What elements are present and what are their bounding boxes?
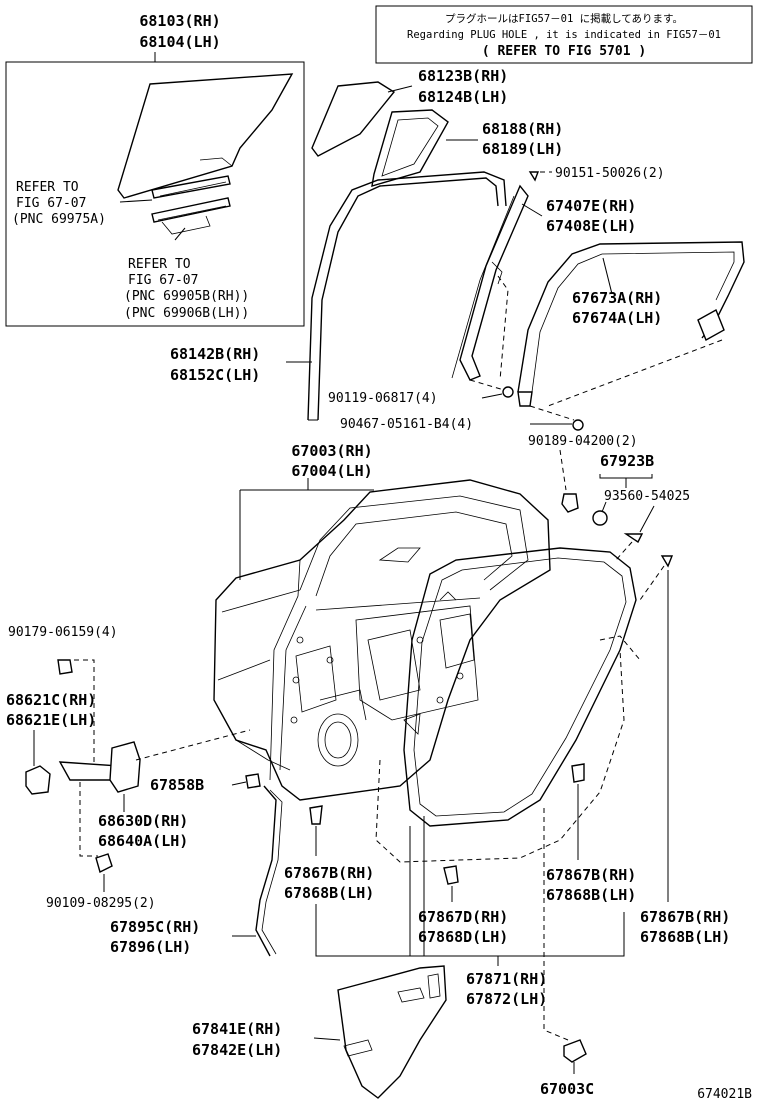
label-67673A: 67673A(RH) <box>572 289 662 307</box>
door-panel <box>213 479 551 801</box>
refer-2-d: (PNC 69906B(LH)) <box>124 306 249 321</box>
door-frame-weatherstrip-outer <box>307 171 507 421</box>
service-hole-cover <box>337 965 447 1099</box>
label-90467: 90467-05161-B4(4) <box>340 417 473 432</box>
label-67895C: 67895C(RH) <box>110 918 200 936</box>
label-90151: 90151-50026(2) <box>555 166 665 181</box>
label-67407E: 67407E(RH) <box>546 197 636 215</box>
refer-2-b: FIG 67-07 <box>128 273 198 288</box>
molding-clip <box>697 309 725 341</box>
label-67858B: 67858B <box>150 776 204 794</box>
clip-67867B-left <box>309 805 323 825</box>
quarter-weatherstrip <box>371 109 449 187</box>
screw-93560 <box>623 533 644 544</box>
screw-90151 <box>528 171 540 182</box>
refer-1-b: FIG 67-07 <box>16 196 86 211</box>
note-line-3: ( REFER TO FIG 5701 ) <box>482 44 646 59</box>
glass-inset <box>5 52 305 327</box>
drain-hose-67895C <box>255 785 277 957</box>
frame-molding <box>517 241 745 393</box>
label-68640A: 68640A(LH) <box>98 832 188 850</box>
striker-68621 <box>25 765 51 795</box>
label-67871: 67871(RH) <box>466 970 547 988</box>
label-67868B-c: 67868B(LH) <box>640 928 730 946</box>
label-68124B: 68124B(LH) <box>418 88 508 106</box>
label-67867B-b: 67867B(RH) <box>546 866 636 884</box>
label-68621E: 68621E(LH) <box>6 711 96 729</box>
label-68103: 68103(RH) <box>139 12 220 30</box>
label-67867B-a: 67867B(RH) <box>284 864 374 882</box>
label-67868B-b: 67868B(LH) <box>546 886 636 904</box>
hole-plug-67003C <box>563 1039 587 1063</box>
stopper-67923B <box>592 510 608 526</box>
label-67004: 67004(LH) <box>291 462 372 480</box>
bolt-90109 <box>95 853 113 874</box>
label-90119: 90119-06817(4) <box>328 391 438 406</box>
label-68189: 68189(LH) <box>482 140 563 158</box>
label-68104: 68104(LH) <box>139 33 220 51</box>
screw-90189 <box>561 493 579 513</box>
refer-2-c: (PNC 69905B(RH)) <box>124 289 249 304</box>
note-box: プラグホールはFIG57－01 に掲載してあります。 Regarding PLU… <box>375 5 753 64</box>
molding-end <box>517 391 533 407</box>
label-67872: 67872(LH) <box>466 990 547 1008</box>
screw-90467 <box>572 419 584 431</box>
label-67842E: 67842E(LH) <box>192 1041 282 1059</box>
label-90189: 90189-04200(2) <box>528 434 638 449</box>
label-93560: 93560-54025 <box>604 489 690 504</box>
bolt-90179 <box>57 659 73 675</box>
door-glass <box>117 73 294 199</box>
label-68152C: 68152C(LH) <box>170 366 260 384</box>
clip-67867B-center <box>571 763 585 783</box>
label-68621C: 68621C(RH) <box>6 691 96 709</box>
label-67841E: 67841E(RH) <box>192 1020 282 1038</box>
center-sash <box>459 184 529 381</box>
label-90179: 90179-06159(4) <box>8 625 118 640</box>
refer-2-a: REFER TO <box>128 257 191 272</box>
label-67868B-a: 67868B(LH) <box>284 884 374 902</box>
label-67867D: 67867D(RH) <box>418 908 508 926</box>
label-67003: 67003(RH) <box>291 442 372 460</box>
label-67868D: 67868D(LH) <box>418 928 508 946</box>
label-67867B-c: 67867B(RH) <box>640 908 730 926</box>
screw-90119 <box>502 386 514 398</box>
label-90109: 90109-08295(2) <box>46 896 156 911</box>
clip-upper-right <box>660 555 674 568</box>
door-frame-weatherstrip <box>317 177 499 421</box>
label-67923B: 67923B <box>600 452 654 470</box>
refer-1-c: (PNC 69975A) <box>12 212 106 227</box>
glass-channel-upper <box>151 175 231 199</box>
label-68142B: 68142B(RH) <box>170 345 260 363</box>
label-68630D: 68630D(RH) <box>98 812 188 830</box>
clip-67858B <box>245 773 261 789</box>
label-67674A: 67674A(LH) <box>572 309 662 327</box>
label-67408E: 67408E(LH) <box>546 217 636 235</box>
figure-code: 674021B <box>697 1087 752 1102</box>
note-line-1: プラグホールはFIG57－01 に掲載してあります。 <box>445 12 683 25</box>
check-assy-68630D <box>109 741 141 793</box>
quarter-glass <box>311 81 396 157</box>
label-67003C: 67003C <box>540 1080 594 1098</box>
clip-67867D <box>443 865 459 885</box>
refer-1-a: REFER TO <box>16 180 79 195</box>
label-68123B: 68123B(RH) <box>418 67 508 85</box>
glass-channel-lower <box>151 197 231 223</box>
label-67896: 67896(LH) <box>110 938 191 956</box>
label-68188: 68188(RH) <box>482 120 563 138</box>
note-line-2: Regarding PLUG HOLE , it is indicated in… <box>407 29 721 41</box>
door-weatherstrip <box>403 547 637 827</box>
